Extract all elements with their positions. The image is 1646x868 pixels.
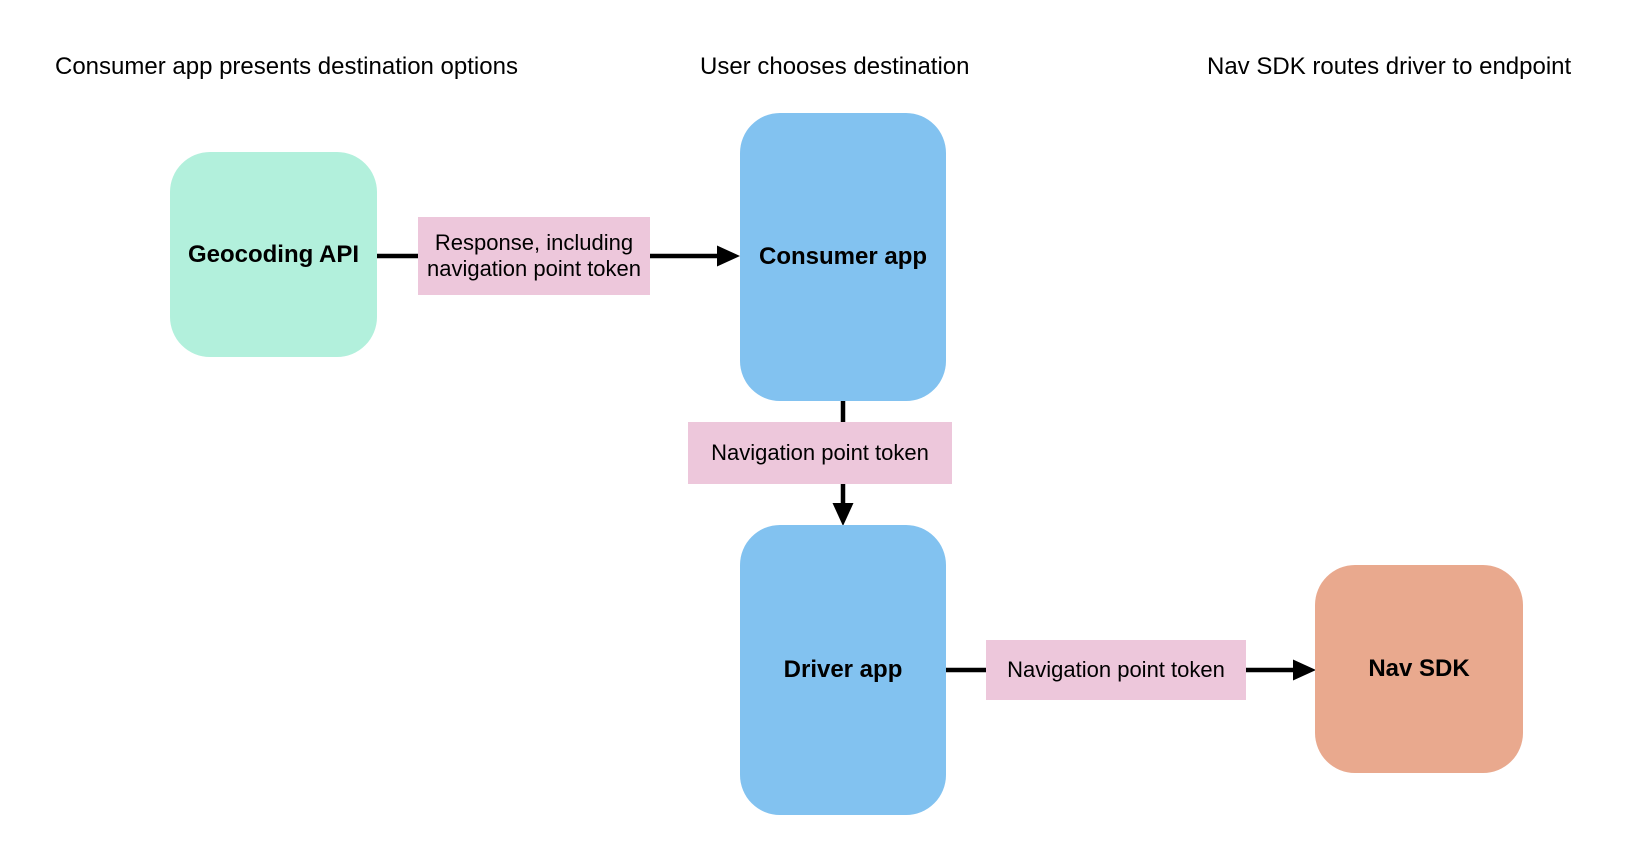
column-header-consumer-presents: Consumer app presents destination option… bbox=[55, 53, 518, 80]
edge-label-navigation-point-token-vertical: Navigation point token bbox=[688, 422, 952, 484]
node-driver-app: Driver app bbox=[740, 525, 946, 815]
column-header-user-chooses: User chooses destination bbox=[700, 53, 970, 80]
node-geocoding-api: Geocoding API bbox=[170, 152, 377, 357]
edge-label-navigation-point-token-horizontal: Navigation point token bbox=[986, 640, 1246, 700]
node-nav-sdk: Nav SDK bbox=[1315, 565, 1523, 773]
edge-label-response-including-token: Response, including navigation point tok… bbox=[418, 217, 650, 295]
node-consumer-app-label: Consumer app bbox=[758, 243, 928, 270]
node-nav-sdk-label: Nav SDK bbox=[1368, 655, 1470, 682]
node-consumer-app: Consumer app bbox=[740, 113, 946, 401]
column-header-navsdk-routes: Nav SDK routes driver to endpoint bbox=[1207, 53, 1572, 80]
node-driver-app-label: Driver app bbox=[783, 656, 903, 683]
node-geocoding-api-label: Geocoding API bbox=[187, 240, 360, 268]
